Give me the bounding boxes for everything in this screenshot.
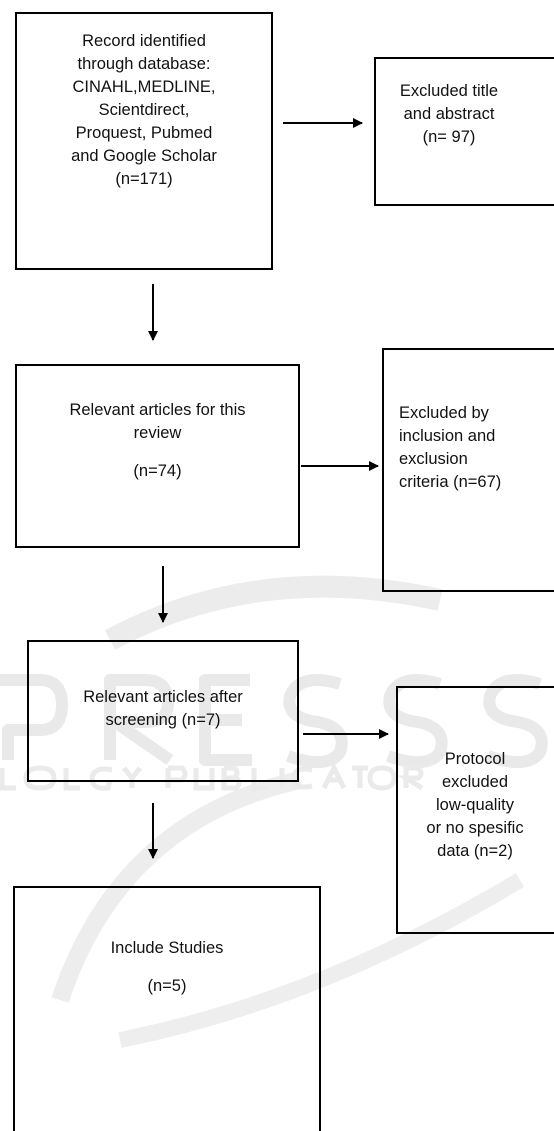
protocol-excluded-text: Protocol excluded low-quality or no spes… [426, 750, 524, 860]
excluded-title-abstract-text: Excluded title and abstract (n= 97) [399, 82, 499, 146]
excluded-title-abstract-box [374, 57, 554, 206]
include-studies-box [13, 886, 321, 1131]
identified-records-box [15, 12, 273, 270]
protocol-excluded-box [396, 686, 554, 934]
after-screening-box [27, 640, 299, 782]
identified-records-text: Record identified through database: CINA… [71, 32, 217, 188]
include-studies-text: Include Studies (n=5) [110, 939, 224, 995]
excluded-criteria-text: Excluded by inclusion and exclusion crit… [399, 404, 502, 491]
relevant-articles-box [15, 364, 300, 548]
excluded-criteria-box [382, 348, 554, 592]
relevant-articles-text: Relevant articles for this review (n=74) [69, 401, 246, 480]
after-screening-text: Relevant articles after screening (n=7) [83, 688, 243, 729]
